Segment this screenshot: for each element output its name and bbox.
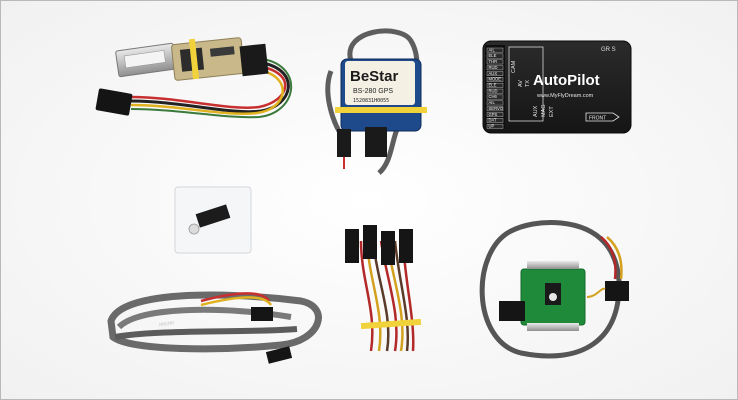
servo-cables: [345, 225, 422, 352]
autopilot-pin-labels: AILELETHRRUDAUXMODEELERUDCH6AILSERVOGPSD…: [489, 47, 504, 128]
small-sensor: [174, 186, 252, 254]
autopilot-pin-label: CH6: [489, 94, 498, 99]
autopilot-title: AutoPilot: [533, 72, 600, 89]
autopilot-label-cam: CAM: [511, 60, 517, 73]
autopilot-website: www.MyFlyDream.com: [536, 93, 594, 99]
autopilot-pin-slot: [486, 65, 504, 71]
autopilot-pin-label: UP: [489, 124, 495, 129]
autopilot-pin-label: DAT: [489, 118, 498, 123]
autopilot-pin-label: RUD: [489, 65, 498, 70]
current-sensor: [479, 220, 629, 359]
autopilot-pin-slot: [486, 118, 504, 123]
autopilot-pin-label: GPS: [489, 112, 498, 117]
autopilot-pin-slot: [486, 94, 504, 100]
autopilot-label-av: AV: [518, 80, 524, 87]
autopilot-label-ext: EXT: [549, 106, 555, 117]
autopilot-front-label: FRONT: [589, 116, 606, 122]
autopilot-pin-label: SERVO: [489, 106, 504, 111]
gps-model: BS-280 GPS: [353, 88, 393, 95]
autopilot-pin-slot: [486, 71, 504, 76]
autopilot-pin-label: RUD: [489, 88, 498, 93]
autopilot-pin-label: AIL: [489, 100, 496, 105]
autopilot-pin-slot: [486, 47, 504, 53]
autopilot-pin-slot: [486, 59, 504, 65]
cable-bundle: MMKMM: [107, 291, 322, 364]
gps-serial: 1520831H0055: [353, 98, 389, 104]
autopilot-pin-label: MODE: [489, 77, 502, 82]
autopilot-pin-label: AUX: [489, 71, 498, 76]
usb-adapter: [95, 37, 292, 119]
gps-module: BeStar BS-280 GPS 1520831H0055: [325, 28, 427, 175]
autopilot-pin-slot: [486, 77, 504, 82]
autopilot-pin-slot: [486, 100, 504, 106]
autopilot-label-aux: AUX: [533, 105, 539, 117]
autopilot-corner-label: GR S: [601, 47, 616, 53]
autopilot-pin-slot: [486, 53, 504, 59]
autopilot-pin-label: ELE: [489, 53, 497, 58]
autopilot-unit: GR S AutoPilot www.MyFlyDream.com FRONT …: [482, 40, 632, 134]
autopilot-pin-slot: [486, 88, 504, 94]
autopilot-pin-slot: [486, 112, 504, 117]
autopilot-pin-label: AIL: [489, 47, 496, 52]
autopilot-pin-slot: [486, 106, 504, 112]
autopilot-label-tx: TX: [525, 80, 531, 87]
cable-print: MMKMM: [159, 321, 175, 329]
autopilot-pin-label: THR: [489, 59, 498, 64]
autopilot-pin-slot: [486, 82, 504, 88]
autopilot-pin-slot: [486, 123, 504, 129]
autopilot-mid-labels: CAM AV TX AUX MAG EXT: [511, 60, 555, 117]
autopilot-label-mag: MAG: [541, 104, 547, 117]
gps-brand: BeStar: [350, 68, 399, 85]
autopilot-pin-label: ELE: [489, 83, 497, 88]
